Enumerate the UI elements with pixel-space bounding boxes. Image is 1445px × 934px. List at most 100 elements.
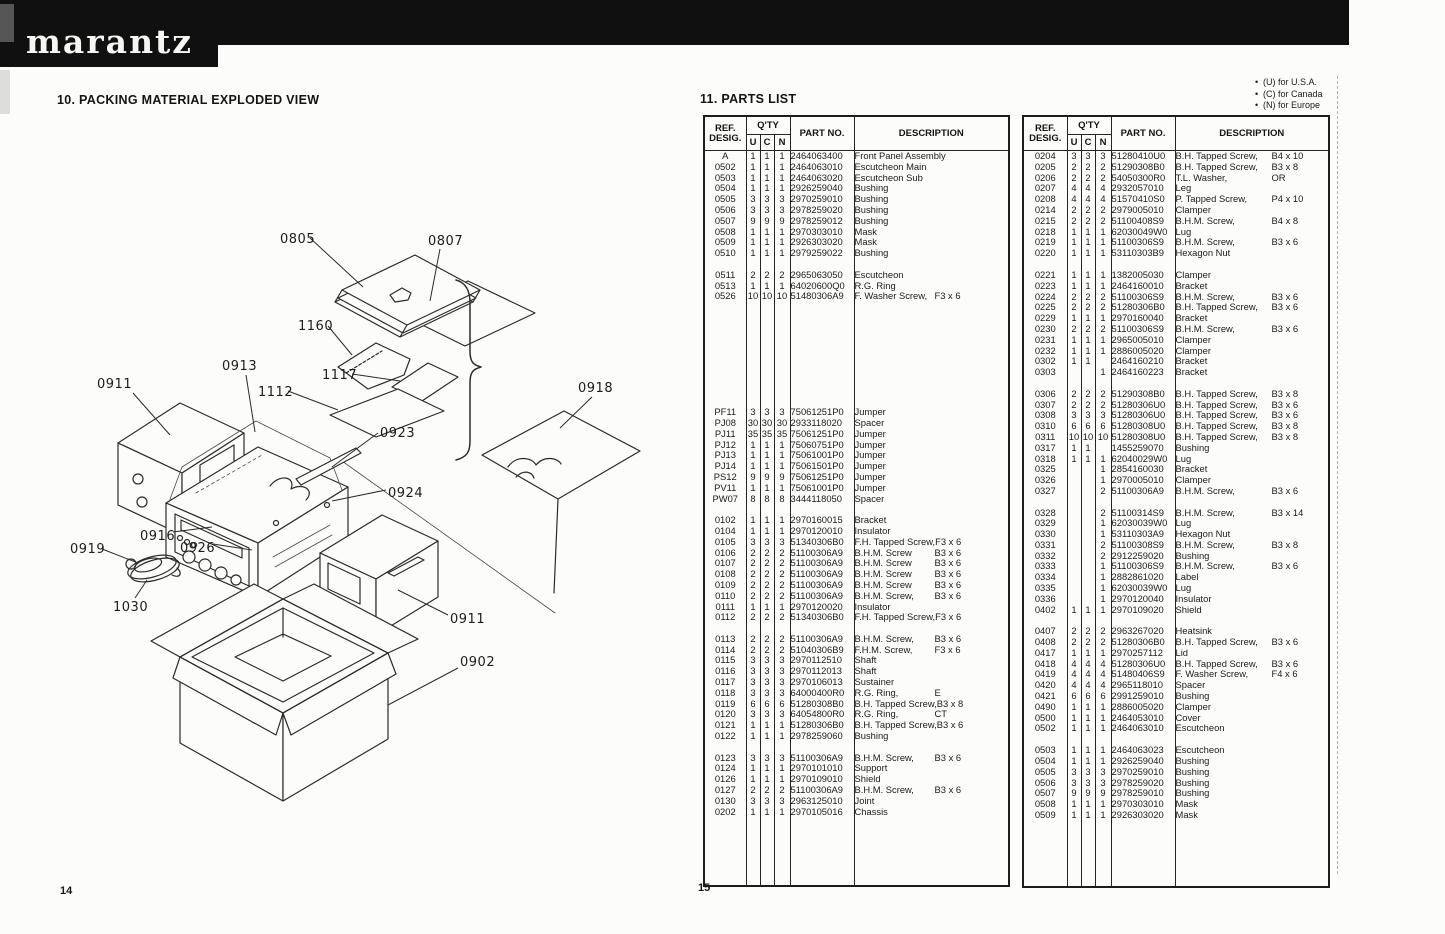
part-cell: 2926303020 (789, 237, 855, 249)
part-cell (789, 302, 855, 408)
u-cell: 4 (1066, 669, 1081, 681)
c-cell: 2 (759, 644, 774, 656)
part-cell: 2970259010 (789, 194, 855, 205)
u-cell: 3 (1066, 410, 1081, 422)
brand-banner (0, 0, 218, 67)
part-cell: 75060751P0 (789, 439, 855, 451)
n-cell (1094, 496, 1112, 508)
u-cell (1066, 615, 1081, 627)
ref-cell: 0506 (1022, 777, 1067, 789)
leader-line (387, 667, 459, 706)
part-cell (1110, 377, 1176, 389)
n-cell: 2 (1094, 291, 1112, 303)
n-cell: 1 (1094, 529, 1112, 540)
desc-cell (1174, 615, 1329, 627)
part-cell: 2970257112 (1110, 647, 1176, 659)
ref-cell: PJ14 (703, 461, 746, 472)
part-cell: 51100306S9 (1110, 291, 1176, 303)
ref-cell: 0208 (1022, 194, 1067, 205)
spacer-row (703, 623, 1009, 634)
u-cell: 2 (1066, 626, 1081, 638)
c-cell: 1 (1080, 269, 1095, 281)
n-cell: 9 (773, 471, 791, 483)
c-cell (1080, 258, 1095, 270)
c-cell (759, 258, 774, 270)
c-cell: 9 (759, 215, 774, 227)
ref-cell: 0113 (703, 633, 746, 645)
ref-cell: 0107 (703, 558, 746, 570)
part-cell: 51290308B0 (1110, 388, 1176, 400)
desc-cell: Clamper (1174, 475, 1329, 486)
part-cell: 2926259040 (789, 183, 855, 195)
ref-cell: 0490 (1022, 701, 1067, 713)
n-cell (773, 504, 791, 516)
ref-cell: 0510 (703, 248, 746, 259)
carton-box-0902 (150, 583, 419, 802)
part-cell (1110, 496, 1176, 508)
page-edge-rule (1337, 76, 1338, 874)
part-cell: 2970112510 (789, 655, 855, 667)
c-cell: 2 (1080, 172, 1095, 184)
ref-cell (1022, 734, 1067, 746)
ref-cell (703, 258, 746, 270)
ref-cell: 0109 (703, 579, 746, 591)
part-cell: 51340306B0 (789, 536, 855, 548)
part-cell (789, 258, 855, 270)
ref-cell: 0420 (1022, 680, 1067, 692)
desc-cell: R.G. Ring (853, 280, 1009, 292)
foam-wedge-1160 (337, 342, 411, 390)
leader-line (559, 396, 593, 429)
header-description: DESCRIPTION (1174, 116, 1329, 151)
desc-cell: Escutcheon (853, 269, 1009, 281)
c-cell: 1 (1080, 345, 1095, 357)
n-cell: 3 (773, 709, 791, 721)
part-cell: 2464063023 (1110, 745, 1176, 757)
ref-cell: 0504 (703, 183, 746, 195)
n-cell: 2 (1094, 323, 1112, 335)
u-cell: 1 (745, 515, 760, 526)
part-cell: 2464053010 (1110, 712, 1176, 724)
c-cell: 1 (759, 774, 774, 786)
u-cell (1066, 518, 1081, 530)
ref-cell: 0116 (703, 666, 746, 678)
ref-cell: PV11 (703, 482, 746, 494)
n-cell: 4 (1094, 658, 1112, 670)
desc-cell: Bushing (1174, 756, 1329, 767)
u-cell (1066, 550, 1081, 562)
ref-cell: 0119 (703, 698, 746, 710)
part-cell: 51100314S9 (1110, 507, 1176, 519)
n-cell: 1 (773, 720, 791, 732)
ref-cell: PJ11 (703, 428, 746, 440)
desc-cell: B.H. Tapped Screw,B3 x 6 (1174, 637, 1329, 648)
n-cell: 1 (1094, 367, 1112, 378)
c-cell: 3 (759, 194, 774, 205)
n-cell: 2 (1094, 485, 1112, 497)
ref-cell: 0511 (703, 269, 746, 281)
n-cell: 1 (1094, 226, 1112, 238)
u-cell: 1 (1066, 810, 1081, 821)
ref-cell: 0126 (703, 774, 746, 786)
ref-cell: 0110 (703, 590, 746, 602)
part-cell (1110, 734, 1176, 746)
u-cell: 1 (745, 774, 760, 786)
c-cell: 2 (759, 547, 774, 559)
desc-cell: Bushing (853, 183, 1009, 195)
desc-cell: F.H. Tapped Screw,F3 x 6 (853, 536, 1009, 548)
part-cell: 51100408S9 (1110, 215, 1176, 227)
u-cell: 6 (1066, 691, 1081, 702)
